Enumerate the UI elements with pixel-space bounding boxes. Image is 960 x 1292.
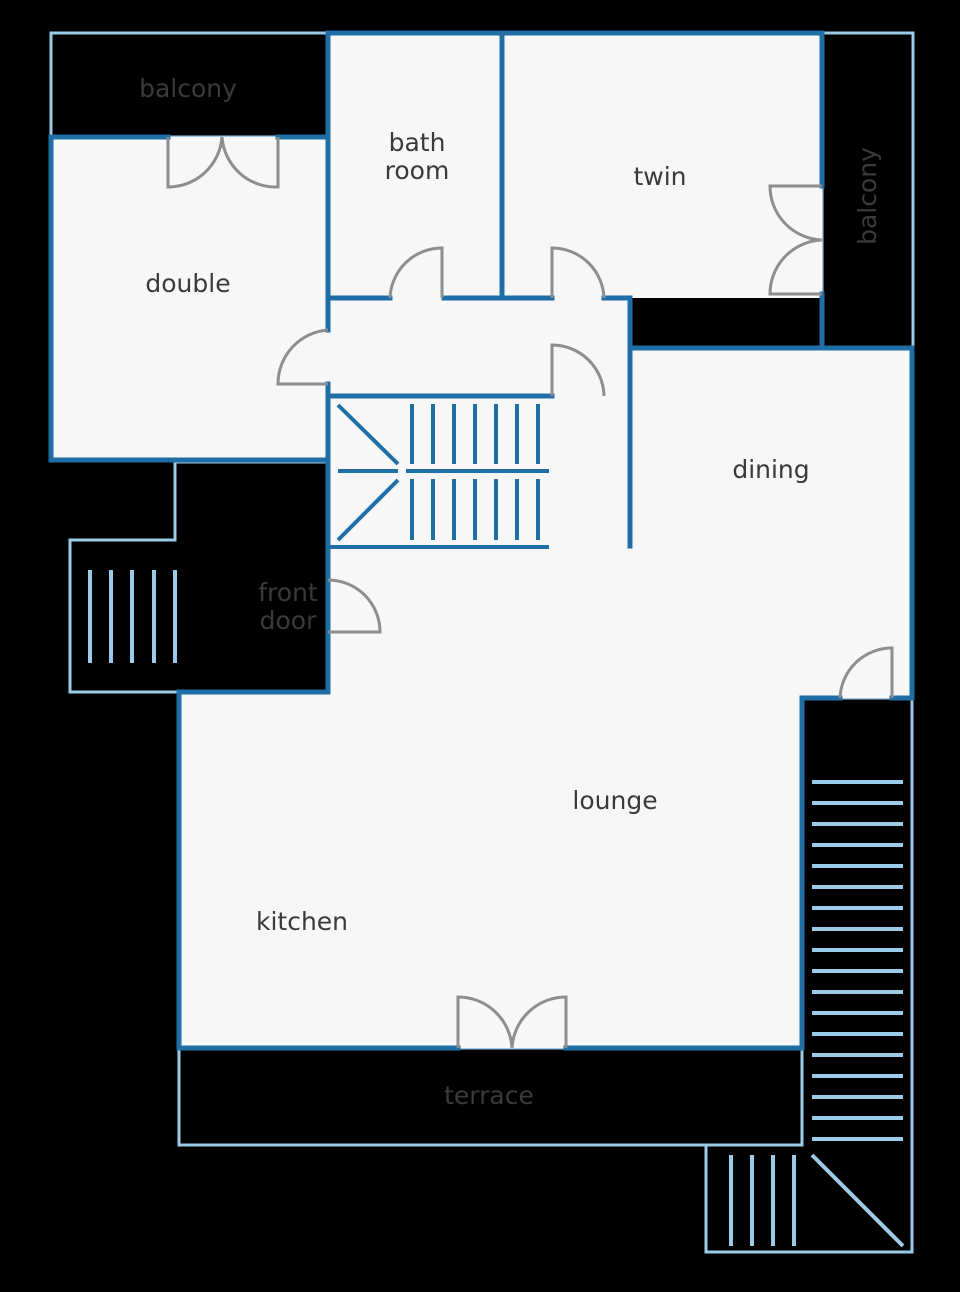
label-bathroom-line1: bath xyxy=(389,128,446,157)
doors xyxy=(166,136,894,1049)
bathroom-door xyxy=(388,246,444,299)
label-bathroom-line2: room xyxy=(385,156,450,185)
room-labels: balcony double bath room twin balcony di… xyxy=(139,74,882,1110)
dining-outdoor-door xyxy=(838,646,894,699)
front-door xyxy=(327,578,382,634)
label-dining: dining xyxy=(732,455,809,484)
label-double: double xyxy=(145,269,230,298)
hall-door xyxy=(550,343,606,397)
terrace-double-door xyxy=(456,995,568,1049)
outdoor-staircase xyxy=(729,780,905,1248)
double-door xyxy=(276,328,329,386)
label-lounge: lounge xyxy=(572,786,657,815)
label-balcony-right: balcony xyxy=(853,147,882,245)
front-steps xyxy=(88,570,177,663)
label-twin: twin xyxy=(633,162,686,191)
twin-door xyxy=(550,246,606,299)
twin-balcony-double-door xyxy=(768,184,823,296)
double-balcony-double-door xyxy=(166,136,280,189)
interior-staircase xyxy=(328,403,549,549)
label-kitchen: kitchen xyxy=(256,907,348,936)
label-balcony-top: balcony xyxy=(139,74,237,103)
walls xyxy=(48,30,915,1051)
label-front-door-line1: front xyxy=(258,578,318,607)
label-terrace: terrace xyxy=(444,1081,534,1110)
label-front-door-line2: door xyxy=(260,606,317,635)
